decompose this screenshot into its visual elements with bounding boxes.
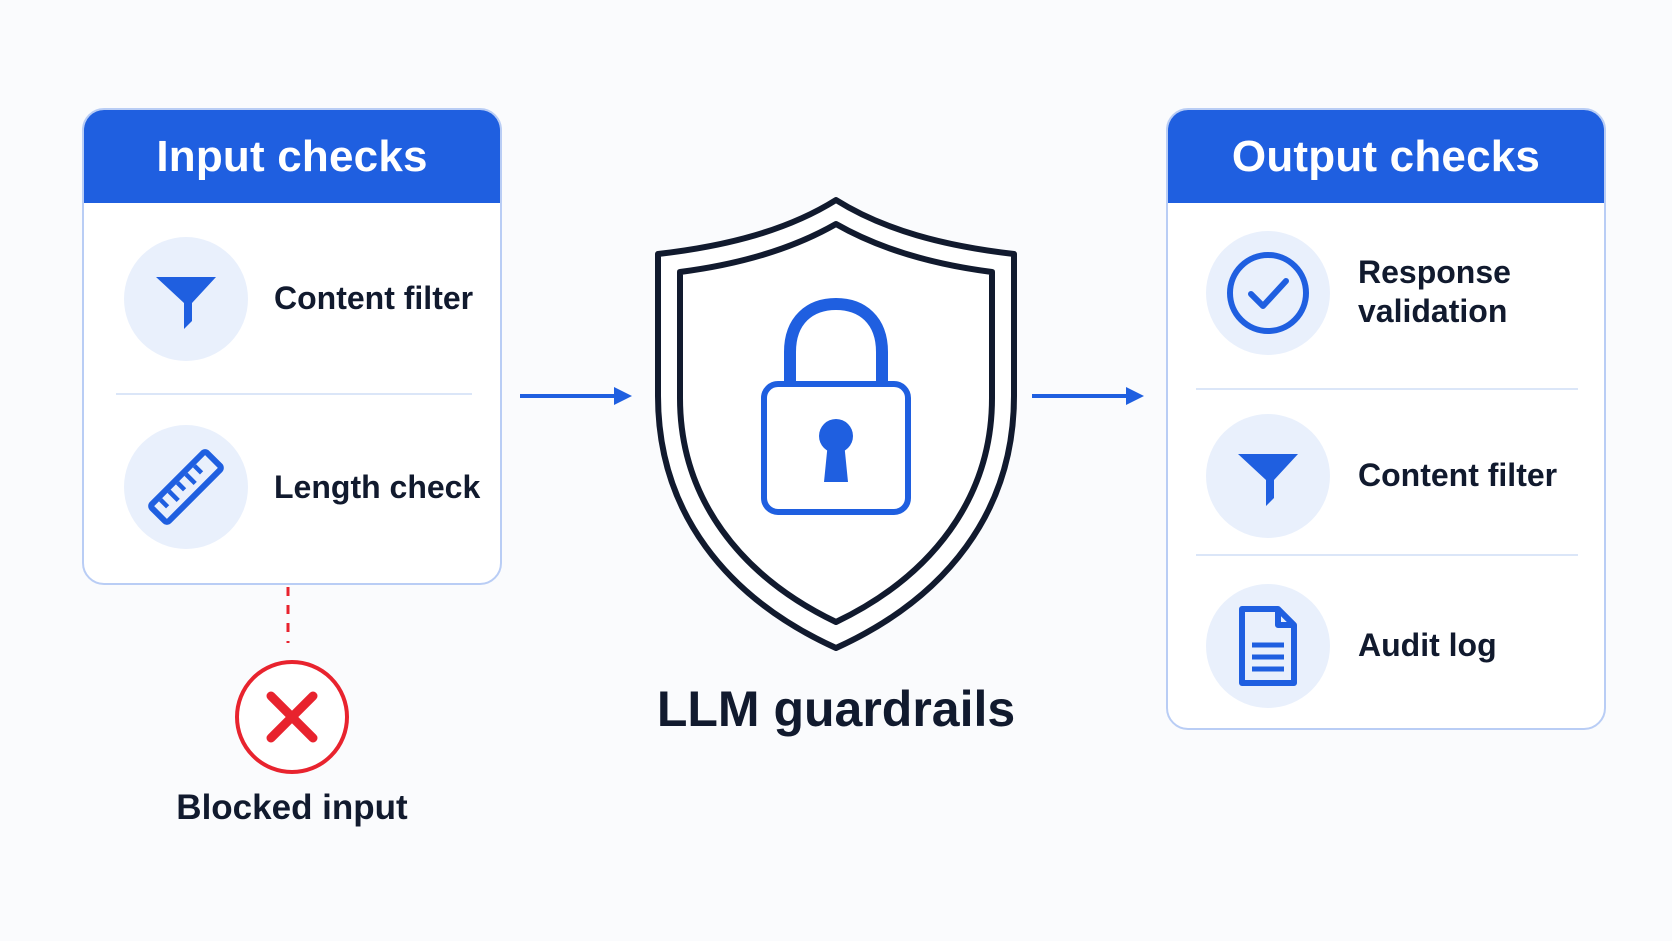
input-check-content-filter: Content filter [84,203,500,399]
blocked-input-label: Blocked input [176,788,408,827]
output-divider-1 [1196,388,1578,390]
output-checks-title: Output checks [1168,110,1604,203]
guardrails-title: LLM guardrails [656,681,1016,737]
shield-lock-icon [652,196,1020,654]
output-checks-card: Output checks Response validation Conten… [1166,108,1606,730]
input-check-label: Content filter [274,280,474,316]
ruler-icon [124,425,248,549]
document-icon [1206,584,1330,708]
output-check-label: Content filter [1358,457,1558,493]
input-check-label: Length check [274,469,481,505]
input-check-length: Length check [84,395,500,583]
arrow-input-to-guardrails [520,387,632,405]
output-divider-2 [1196,554,1578,556]
input-checks-title: Input checks [84,110,500,203]
output-check-content-filter: Content filter [1168,390,1604,554]
output-check-response-validation: Response validation [1168,203,1604,373]
check-circle-icon [1206,231,1330,355]
funnel-icon [124,237,248,361]
input-checks-card: Input checks Content filter Length c [82,108,502,585]
blocked-dashed-connector [286,587,290,643]
output-check-label: Response validation [1358,254,1511,329]
input-divider [116,393,472,395]
funnel-icon [1206,414,1330,538]
arrow-guardrails-to-output [1032,387,1144,405]
output-check-audit-log: Audit log [1168,556,1604,726]
x-circle-icon [233,658,351,776]
output-check-label: Audit log [1358,627,1497,663]
